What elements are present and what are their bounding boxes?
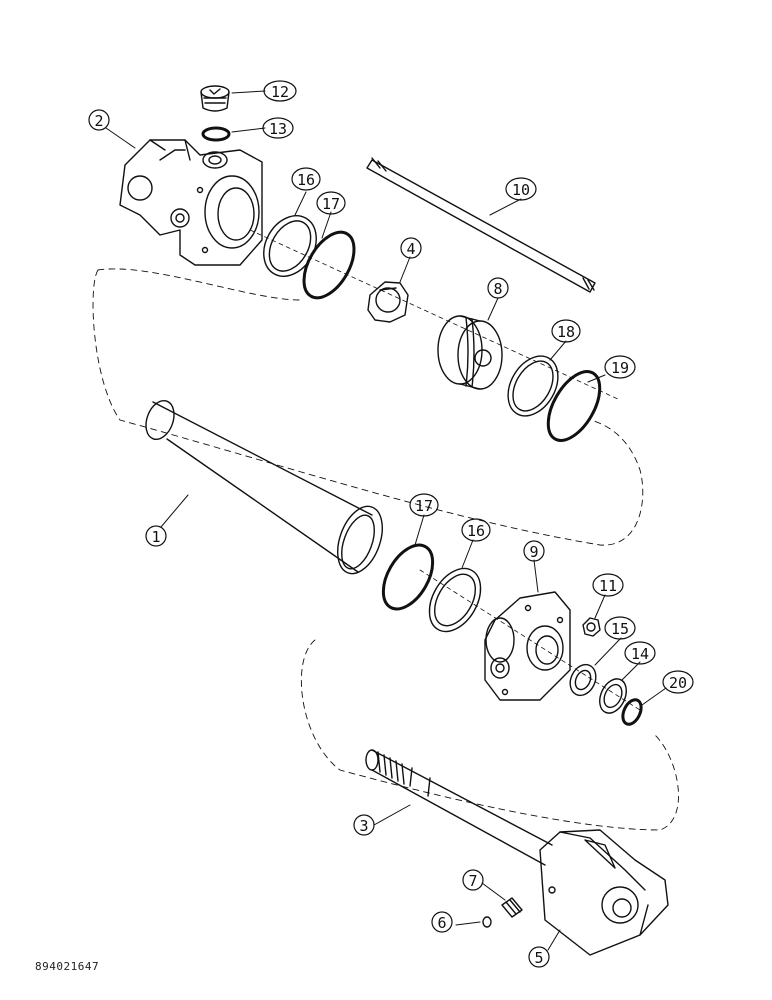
callout-9: 9	[529, 543, 538, 561]
leader-lines	[105, 90, 667, 951]
callout-13: 13	[269, 120, 287, 138]
part-12-plug	[200, 85, 230, 112]
callout-5: 5	[534, 949, 543, 967]
part-9-rod-end-cap	[484, 591, 571, 701]
callout-8: 8	[493, 280, 502, 298]
callout-10: 10	[512, 181, 530, 199]
part-17-oring-upper	[302, 230, 356, 300]
assembly-guide-lower	[300, 639, 679, 831]
part-11-nut	[582, 617, 601, 637]
part-8-piston	[437, 315, 503, 390]
part-4-nut	[367, 281, 409, 323]
part-2-head	[119, 139, 263, 266]
callout-12: 12	[271, 83, 289, 101]
callout-14: 14	[631, 645, 649, 663]
axis-line-lower	[419, 569, 641, 711]
part-18-backup-ring-upper	[507, 355, 559, 417]
callout-2: 2	[94, 112, 103, 130]
part-1-barrel	[145, 399, 383, 575]
part-16-backup-ring-lower	[428, 567, 482, 633]
callout-17-upper: 17	[322, 195, 340, 213]
callout-19: 19	[611, 359, 629, 377]
part-3-rod	[365, 749, 553, 866]
part-20-oring	[621, 698, 643, 726]
assembly-guide-upper	[92, 268, 644, 546]
callout-16-upper: 16	[297, 171, 315, 189]
part-10-tie-rod	[366, 157, 596, 293]
part-17-oring-lower	[381, 543, 435, 611]
callout-circles	[88, 80, 694, 968]
part-7-set-screw	[501, 897, 523, 918]
part-5-clevis	[539, 829, 669, 956]
callout-4: 4	[406, 240, 415, 258]
part-19-oring-upper	[546, 370, 602, 442]
part-13-oring	[201, 126, 231, 142]
callout-16-lower: 16	[467, 522, 485, 540]
callout-7: 7	[468, 872, 477, 890]
callout-15: 15	[611, 620, 629, 638]
callout-6: 6	[437, 914, 446, 932]
part-15-seal	[569, 663, 597, 697]
callout-20: 20	[669, 674, 687, 692]
callout-1: 1	[151, 528, 160, 546]
callout-18: 18	[557, 323, 575, 341]
part-14-wiper	[599, 678, 627, 714]
part-6-ball	[482, 916, 492, 928]
callout-3: 3	[359, 817, 368, 835]
axis-line-upper	[249, 229, 621, 401]
part-16-backup-ring-upper	[263, 215, 317, 277]
figure-id: 894021647	[35, 960, 100, 973]
callout-17-lower: 17	[415, 497, 433, 515]
callout-11: 11	[599, 577, 617, 595]
